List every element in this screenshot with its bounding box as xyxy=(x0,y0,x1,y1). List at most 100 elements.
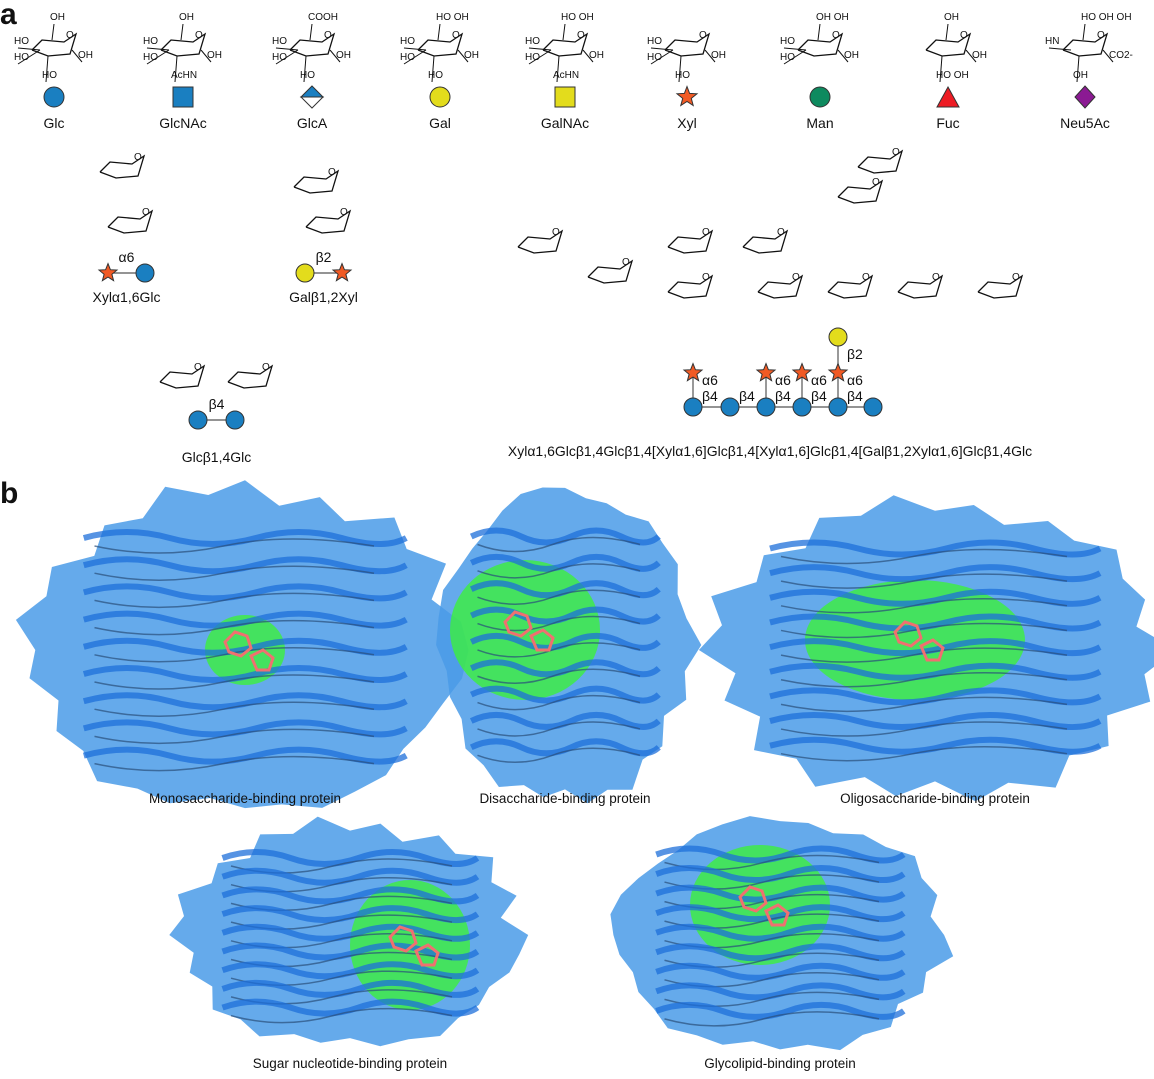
protein-cartoon xyxy=(82,583,408,602)
bond xyxy=(437,23,441,41)
star-icon xyxy=(97,262,119,282)
substituent-label: OH xyxy=(944,12,959,23)
protein-cartoon xyxy=(82,610,408,629)
monosaccharide-name: Man xyxy=(806,115,833,131)
bond xyxy=(650,49,674,65)
substituent-label: HO xyxy=(400,52,415,63)
protein-cartoon xyxy=(221,998,480,1017)
protein-loop xyxy=(780,622,1068,639)
protein-loop xyxy=(94,538,375,554)
substituent-label: HO xyxy=(525,36,540,47)
substituent-label: HO xyxy=(675,70,690,81)
protein-cartoon xyxy=(769,539,1102,558)
substituent-label: OH xyxy=(972,50,987,61)
ring-oxygen: O xyxy=(452,30,460,41)
protein-loop xyxy=(477,642,641,658)
glc-circle-icon xyxy=(828,397,848,417)
glc-circle-icon xyxy=(792,397,812,417)
substituent-label: HO OH xyxy=(561,12,594,23)
protein-cartoon xyxy=(655,884,906,903)
monosaccharide-name: GlcA xyxy=(297,115,328,131)
ring-oxygen: O xyxy=(702,227,710,238)
pyranose-ring xyxy=(797,32,844,57)
protein-loop xyxy=(780,548,1068,565)
protein-cartoon xyxy=(655,1001,906,1020)
pyranose-ring xyxy=(977,274,1024,299)
star-icon xyxy=(791,362,813,382)
protein-loop xyxy=(780,647,1068,663)
monosaccharide-name: Glc xyxy=(44,115,65,131)
substituent-label: OH xyxy=(179,12,194,23)
protein-cartoon xyxy=(221,923,480,942)
protein-cartoon xyxy=(82,637,408,656)
protein-cartoon xyxy=(469,580,661,599)
protein-loop xyxy=(664,1011,880,1027)
glc-circle-icon xyxy=(225,410,245,430)
protein-cartoon xyxy=(469,553,661,572)
branch-linkage-label: α6 xyxy=(775,372,791,388)
ring-oxygen: O xyxy=(1012,272,1020,283)
pyranose-ring xyxy=(227,364,274,389)
bond xyxy=(275,49,299,65)
substituent-label: HO OH xyxy=(436,12,469,23)
ligand-sticks xyxy=(388,925,440,967)
bond xyxy=(582,49,594,63)
bond xyxy=(329,49,341,63)
glc-circle-icon xyxy=(188,410,208,430)
glc-circle-icon xyxy=(720,397,740,417)
bond xyxy=(945,23,949,41)
disaccharide-name: Galβ1,2Xyl xyxy=(289,289,358,305)
ring-oxygen: O xyxy=(832,30,840,41)
substituent-label: HO xyxy=(525,52,540,63)
bond xyxy=(431,55,435,83)
ring-oxygen: O xyxy=(324,30,332,41)
bond xyxy=(146,49,170,65)
bond xyxy=(71,49,83,63)
ring-oxygen: O xyxy=(340,207,348,218)
protein-loop xyxy=(94,728,375,745)
protein-cartoon xyxy=(769,613,1102,632)
backbone-linkage-label: β4 xyxy=(739,388,755,404)
linkage-label: α6 xyxy=(119,249,135,265)
substituent-label: HO xyxy=(780,52,795,63)
ring-oxygen: O xyxy=(862,272,870,283)
bond xyxy=(17,47,41,51)
protein-cartoon xyxy=(469,632,661,651)
protein-loop xyxy=(477,563,641,579)
glc-circle-icon xyxy=(756,397,776,417)
pyranose-ring xyxy=(107,209,154,234)
substituent-label: HO xyxy=(428,70,443,81)
backbone-linkage-label: β4 xyxy=(702,388,718,404)
substituent-label: HO xyxy=(400,36,415,47)
substituent-label: HO xyxy=(14,36,29,47)
protein-cartoon xyxy=(769,662,1102,681)
substituent-label: HO OH xyxy=(936,70,969,81)
protein-loop xyxy=(94,701,375,717)
monosaccharide-name: Gal xyxy=(429,115,451,131)
bond xyxy=(939,55,943,83)
protein-loop xyxy=(780,721,1068,737)
protein-cartoon xyxy=(469,711,661,730)
protein-cartoon xyxy=(769,687,1102,706)
substituent-label: CO2- xyxy=(1109,50,1133,61)
protein-cartoon xyxy=(82,556,408,575)
ring-oxygen: O xyxy=(872,177,880,188)
bond xyxy=(704,49,716,63)
protein-1: Monosaccharide-binding protein xyxy=(15,480,469,809)
ring-oxygen: O xyxy=(552,227,560,238)
protein-loop xyxy=(230,1007,453,1024)
protein-loop xyxy=(780,598,1068,614)
ring-oxygen: O xyxy=(699,30,707,41)
ring-oxygen: O xyxy=(194,362,202,373)
bond xyxy=(783,47,807,51)
bond xyxy=(837,49,849,63)
ligand-sticks xyxy=(223,630,275,672)
branch-linkage-label: α6 xyxy=(702,372,718,388)
protein-caption: Oligosaccharide-binding protein xyxy=(840,791,1030,806)
diamond-icon xyxy=(1074,85,1096,109)
monosaccharide-legend: OOHHOHOHOOHGlcOOHHOHOAcHNOHGlcNAcOCOOHHO… xyxy=(14,12,1133,131)
protein-cartoon xyxy=(655,962,906,981)
protein-loop xyxy=(477,694,641,711)
